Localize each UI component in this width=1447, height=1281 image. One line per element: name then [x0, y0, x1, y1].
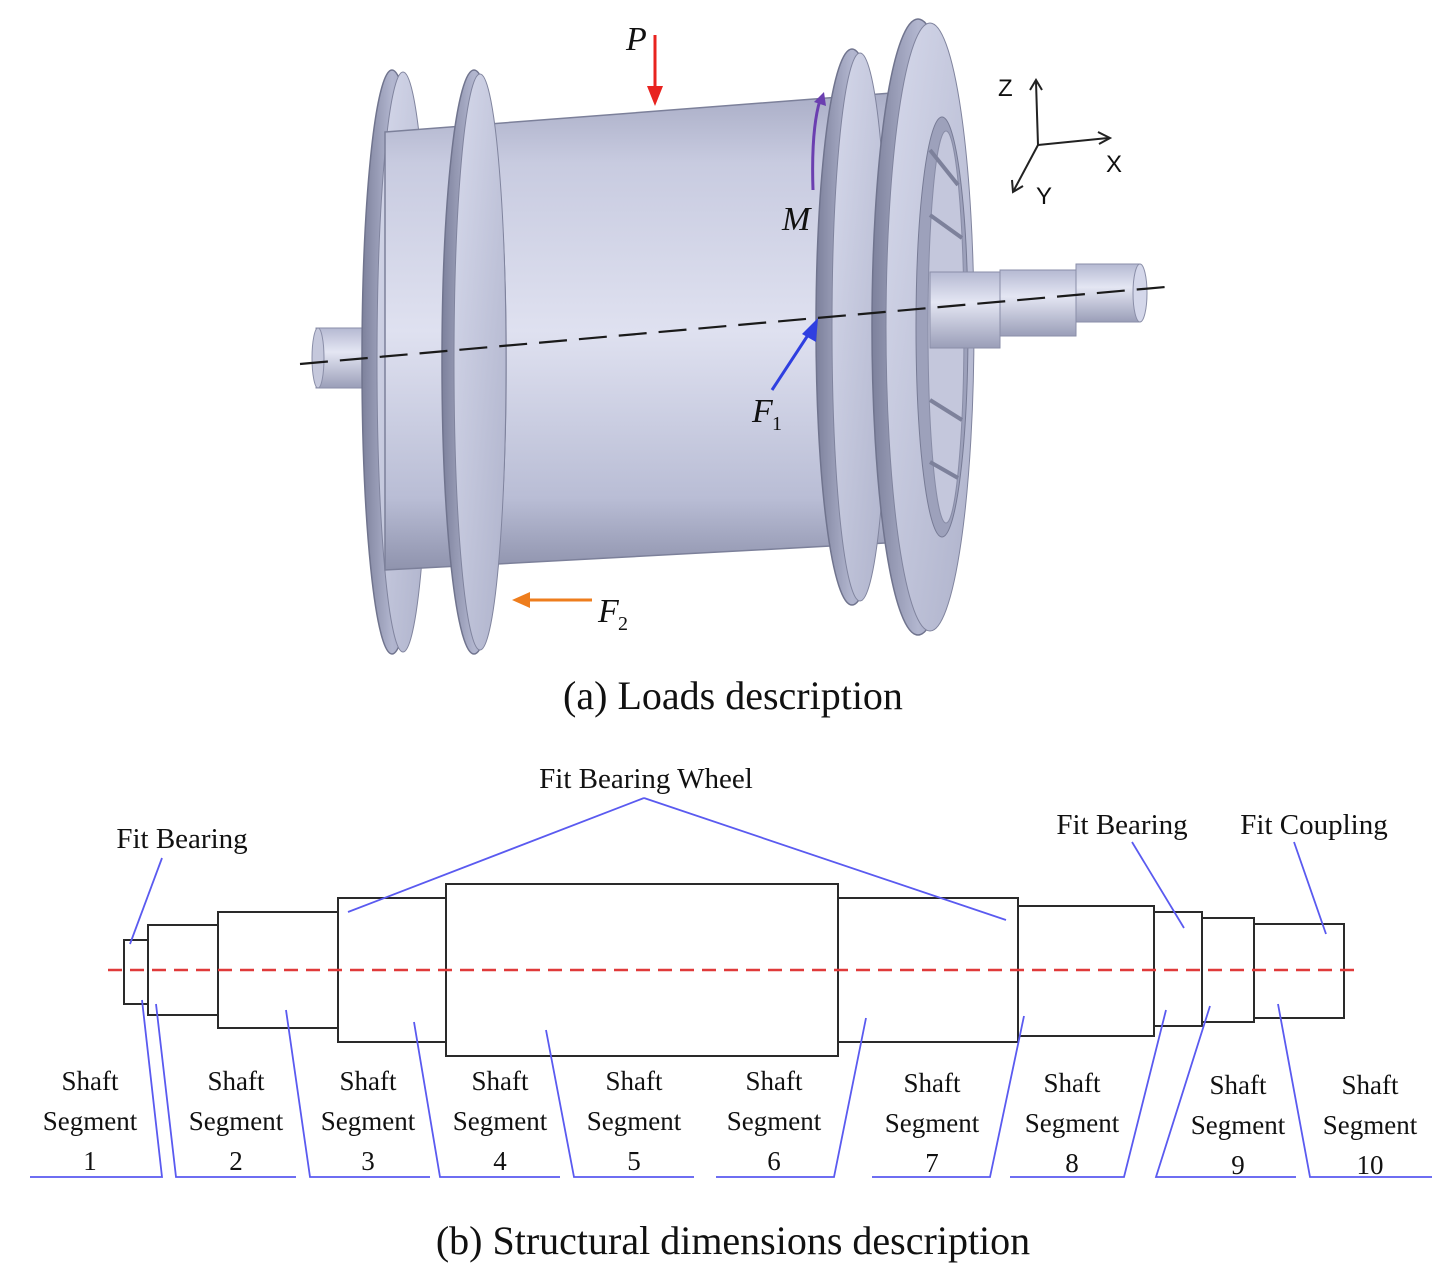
axis-label-y: Y: [1036, 183, 1052, 210]
load-arrow-F2: [512, 592, 592, 608]
segment-label-7: Shaft Segment 7: [872, 1015, 1025, 1178]
segment-label-10: Shaft Segment 10: [1277, 1003, 1432, 1180]
segment-label-1: Shaft Segment 1: [30, 999, 164, 1178]
segment-1-num: 1: [83, 1146, 97, 1176]
segment-1-line2: Segment: [43, 1106, 138, 1136]
axis-label-z: Z: [998, 75, 1013, 102]
segment-10-line2: Segment: [1323, 1110, 1418, 1140]
segment-10-num: 10: [1357, 1150, 1384, 1180]
segment-8-line1: Shaft: [1044, 1068, 1101, 1098]
annotation-fit-coupling: Fit Coupling: [1240, 809, 1387, 841]
segment-label-8: Shaft Segment 8: [1010, 1009, 1167, 1178]
segment-6-line2: Segment: [727, 1106, 822, 1136]
segment-2-line2: Segment: [189, 1106, 284, 1136]
caption-a: (a) Loads description: [563, 673, 903, 718]
segment-label-6: Shaft Segment 6: [716, 1017, 867, 1178]
segment-label-2: Shaft Segment 2: [155, 1003, 296, 1178]
load-subscript-F2: 2: [618, 613, 628, 635]
load-arrow-F1: [770, 318, 818, 391]
segment-6-line1: Shaft: [746, 1066, 803, 1096]
segment-4-line2: Segment: [453, 1106, 548, 1136]
left-inner-flange: [441, 69, 507, 655]
segment-label-9: Shaft Segment 9: [1154, 1005, 1296, 1180]
coordinate-axes: [1011, 78, 1113, 194]
segment-5-num: 5: [627, 1146, 641, 1176]
segment-label-4: Shaft Segment 4: [413, 1021, 560, 1178]
segment-5-line1: Shaft: [606, 1066, 663, 1096]
segment-7-line2: Segment: [885, 1108, 980, 1138]
segment-labels: Shaft Segment 1 Shaft Segment 2 Shaft Se…: [30, 999, 1432, 1180]
segment-10-line1: Shaft: [1342, 1070, 1399, 1100]
caption-b: (b) Structural dimensions description: [436, 1218, 1030, 1263]
load-label-F2: F: [597, 593, 620, 630]
annotation-leaders: [129, 797, 1327, 945]
load-label-P: P: [625, 21, 647, 58]
annotation-fit-bearing-left: Fit Bearing: [116, 823, 247, 855]
segment-6-num: 6: [767, 1146, 781, 1176]
segment-9-line2: Segment: [1191, 1110, 1286, 1140]
segment-3-num: 3: [361, 1146, 375, 1176]
segment-1-line1: Shaft: [62, 1066, 119, 1096]
annotation-fit-bearing-right: Fit Bearing: [1056, 809, 1187, 841]
load-arrow-P: [647, 35, 663, 106]
load-subscript-F1: 1: [772, 413, 782, 435]
segment-4-num: 4: [493, 1146, 507, 1176]
load-label-M: M: [781, 201, 812, 238]
model-centerline: [299, 285, 1166, 366]
segment-3-line2: Segment: [321, 1106, 416, 1136]
load-label-F1: F: [751, 393, 774, 430]
segment-2-num: 2: [229, 1146, 243, 1176]
segment-7-line1: Shaft: [904, 1068, 961, 1098]
segment-5-line2: Segment: [587, 1106, 682, 1136]
segment-9-line1: Shaft: [1210, 1070, 1267, 1100]
load-arrow-M: [811, 92, 826, 191]
shaft-step-1: [123, 939, 149, 1005]
segment-3-line1: Shaft: [340, 1066, 397, 1096]
segment-2-line1: Shaft: [208, 1066, 265, 1096]
segment-9-num: 9: [1231, 1150, 1245, 1180]
segment-label-5: Shaft Segment 5: [545, 1029, 694, 1178]
annotation-fit-bearing-wheel: Fit Bearing Wheel: [539, 763, 753, 795]
segment-8-line2: Segment: [1025, 1108, 1120, 1138]
right-shaft: [929, 263, 1148, 349]
segment-8-num: 8: [1065, 1148, 1079, 1178]
segment-4-line1: Shaft: [472, 1066, 529, 1096]
segment-label-3: Shaft Segment 3: [285, 1009, 430, 1178]
axis-label-x: X: [1106, 151, 1122, 178]
segment-7-num: 7: [925, 1148, 939, 1178]
drum-model: [299, 18, 1166, 655]
right-inner-flange: [815, 48, 889, 606]
